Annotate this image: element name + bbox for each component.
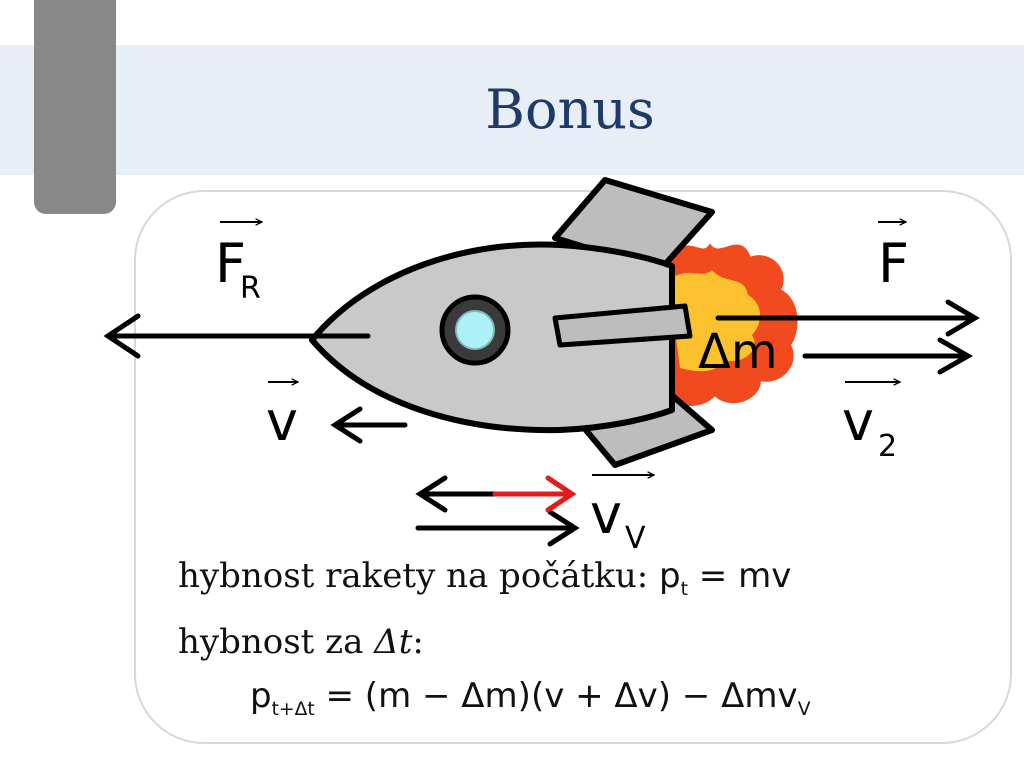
formula-text-initial: hybnost rakety na počátku: [178,556,649,596]
side-tab-decoration [34,0,116,214]
flame-icon [664,243,798,406]
label-fr-sub: R [240,271,261,306]
title-band [0,45,1024,175]
label-v2: v [842,390,874,453]
exhaust-pipe-icon [552,303,693,348]
formula-line-delta: hybnost za Δt: [178,622,424,662]
label-v: v [266,390,298,453]
arrow-vv-back [415,475,498,513]
label-f: F [878,232,909,295]
label-vv-sub: V [625,521,646,556]
label-v2-sub: 2 [878,429,897,464]
arrow-vv-lower [415,509,580,547]
formula-line-momentum: pt+Δt = (m − Δm)(v + Δv) − ΔmvV [250,676,811,720]
arrow-v2 [802,337,974,375]
arrow-f [715,299,980,337]
arrow-v [330,406,408,444]
slide-title: Bonus [485,78,655,141]
arrow-fr [103,313,371,359]
label-vv: v [590,483,622,546]
formula-line-initial: hybnost rakety na počátku: pt = mv [178,556,792,600]
label-dm: Δm [698,324,778,380]
arrow-vv-red [492,475,577,513]
label-fr: F [215,232,246,295]
